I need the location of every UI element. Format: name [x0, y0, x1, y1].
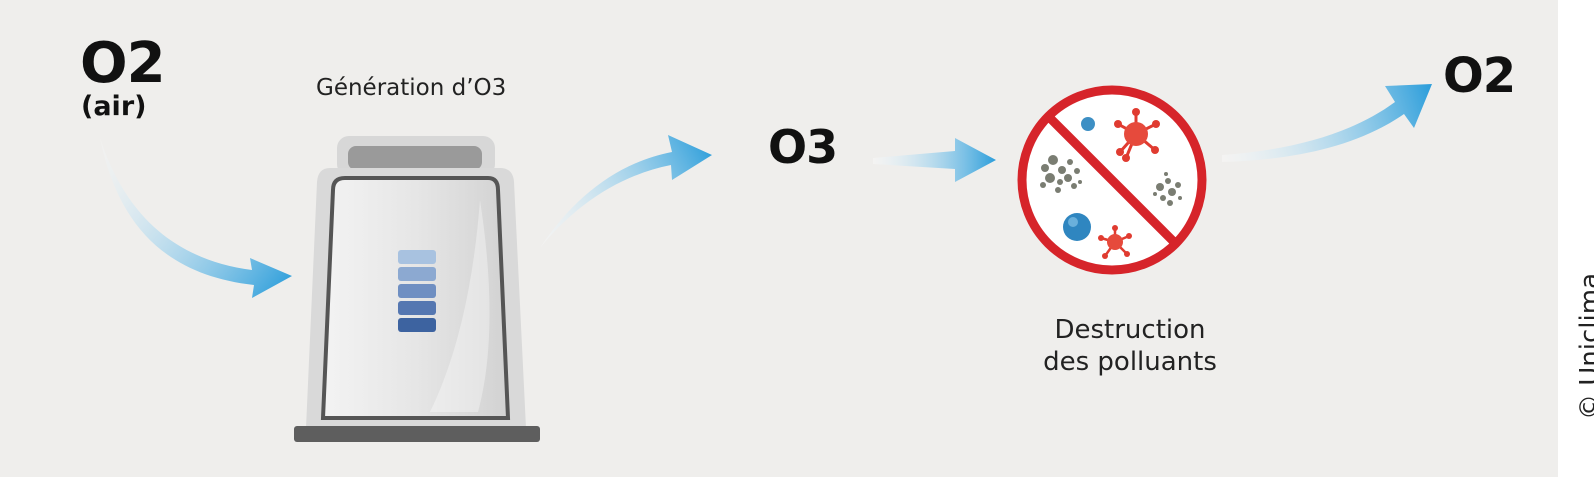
o2-input-label: O2 [80, 31, 166, 96]
blue-particle-large [1063, 213, 1091, 241]
air-label: (air) [81, 91, 147, 122]
generation-label: Génération d’O3 [316, 75, 507, 101]
dust-cluster-right [1153, 172, 1182, 206]
destruction-label: Destruction des polluants [1030, 315, 1230, 378]
red-virus-large [1114, 108, 1160, 162]
arrow-device-to-o3 [540, 135, 712, 248]
arrow-destruction-to-o2 [1222, 84, 1432, 162]
red-virus-small [1098, 225, 1132, 259]
copyright-credit: © Uniclima [1575, 273, 1594, 420]
arrow-o3-to-destruction [873, 138, 996, 182]
diagram-panel [0, 0, 1558, 477]
destruction-line-2: des polluants [1043, 346, 1217, 377]
o3-label: O3 [768, 120, 838, 174]
ozone-generator-icon [294, 136, 540, 442]
arrow-air-to-device [100, 138, 292, 298]
destruction-line-1: Destruction [1054, 315, 1206, 345]
o2-output-label: O2 [1443, 48, 1516, 104]
no-pollutants-icon [1017, 85, 1207, 275]
indicator-bars [398, 250, 436, 332]
dust-cluster-left [1040, 155, 1082, 193]
blue-particle-small [1081, 117, 1095, 131]
